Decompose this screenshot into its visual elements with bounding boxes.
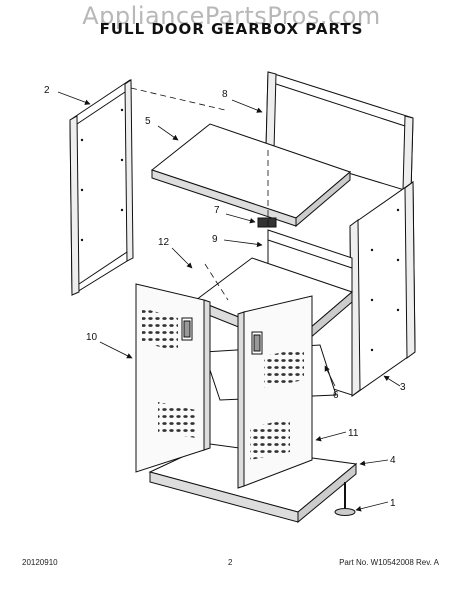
left-side-panel bbox=[69, 79, 134, 296]
footer-part-number: Part No. W10542008 Rev. A bbox=[339, 558, 439, 567]
right-side-panel bbox=[349, 181, 416, 397]
callout-11: 11 bbox=[348, 428, 359, 439]
callout-7: 7 bbox=[214, 205, 220, 216]
callout-3: 3 bbox=[400, 382, 406, 393]
callout-1: 1 bbox=[390, 498, 396, 509]
top-shelf bbox=[150, 123, 351, 228]
callout-4: 4 bbox=[390, 455, 396, 466]
watermark: AppliancePartsPros.com bbox=[82, 2, 381, 30]
callout-12: 12 bbox=[158, 237, 170, 248]
left-door bbox=[135, 283, 211, 473]
right-door bbox=[237, 295, 313, 489]
callout-9: 9 bbox=[212, 234, 218, 245]
callout-8: 8 bbox=[222, 89, 228, 100]
callout-10: 10 bbox=[86, 332, 98, 343]
bracket bbox=[257, 217, 277, 228]
callout-2: 2 bbox=[44, 85, 50, 96]
page-title: FULL DOOR GEARBOX PARTS bbox=[99, 20, 364, 38]
callout-5: 5 bbox=[145, 116, 151, 127]
leveling-foot bbox=[334, 482, 356, 516]
footer-date: 20120910 bbox=[22, 558, 58, 567]
footer-page-number: 2 bbox=[228, 558, 233, 567]
callout-6: 6 bbox=[333, 390, 339, 401]
